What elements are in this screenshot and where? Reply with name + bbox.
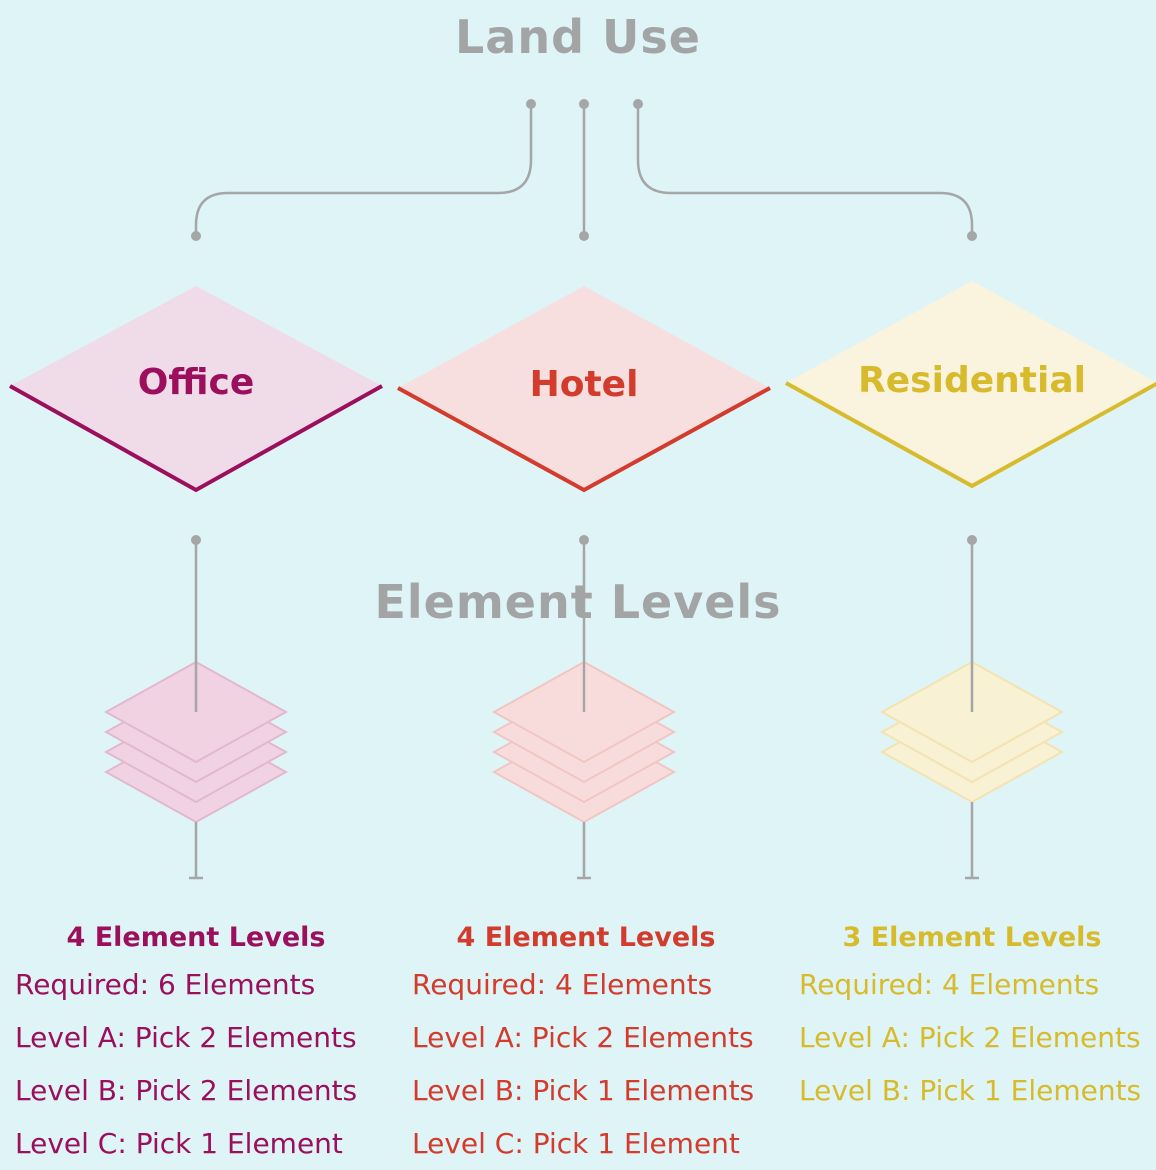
connector-dots (191, 99, 977, 241)
layer-stack-hotel (491, 660, 677, 824)
connector-dot (526, 99, 536, 109)
page-title: Land Use (455, 10, 701, 64)
layer-stack-office (103, 660, 289, 824)
connector-dot (579, 231, 589, 241)
levels-summary: 3 Element Levels (842, 922, 1102, 953)
top-connectors (194, 104, 974, 236)
category-label-residential: Residential (858, 360, 1086, 401)
detail-line: Required: 6 Elements (15, 968, 316, 1001)
level-connectors (189, 540, 979, 880)
level-connector-dots (191, 535, 977, 545)
levels-summary: 4 Element Levels (456, 922, 716, 953)
detail-line: Level B: Pick 1 Elements (412, 1074, 755, 1107)
details-residential: 3 Element Levels Required: 4 Elements Le… (782, 918, 1156, 1117)
diamond-office (9, 286, 383, 493)
levels-summary: 4 Element Levels (66, 922, 326, 953)
detail-line: Required: 4 Elements (799, 968, 1100, 1001)
detail-line: Required: 4 Elements (412, 968, 713, 1001)
connector-dot (191, 231, 201, 241)
connector-dot (967, 231, 977, 241)
detail-line: Level A: Pick 2 Elements (15, 1021, 357, 1054)
detail-line: Level C: Pick 1 Element (15, 1127, 343, 1160)
section-title: Element Levels (374, 575, 782, 629)
detail-line: Level C: Pick 1 Element (412, 1127, 740, 1160)
connector-residential (636, 104, 974, 236)
connector-dot (579, 99, 589, 109)
connector-dot (191, 535, 201, 545)
details-office: 4 Element Levels Required: 6 Elements Le… (6, 918, 396, 1170)
detail-line: Level B: Pick 1 Elements (799, 1074, 1142, 1107)
connector-dot (579, 535, 589, 545)
detail-line: Level A: Pick 2 Elements (412, 1021, 754, 1054)
connector-dot (967, 535, 977, 545)
diamond-residential (785, 281, 1156, 489)
diamond-hotel (397, 286, 771, 493)
connector-dot (633, 99, 643, 109)
connector-office (194, 104, 533, 236)
details-hotel: 4 Element Levels Required: 4 Elements Le… (396, 918, 786, 1170)
detail-line: Level A: Pick 2 Elements (799, 1021, 1141, 1054)
detail-line: Level B: Pick 2 Elements (15, 1074, 358, 1107)
category-label-hotel: Hotel (529, 364, 639, 405)
category-label-office: Office (137, 362, 255, 403)
